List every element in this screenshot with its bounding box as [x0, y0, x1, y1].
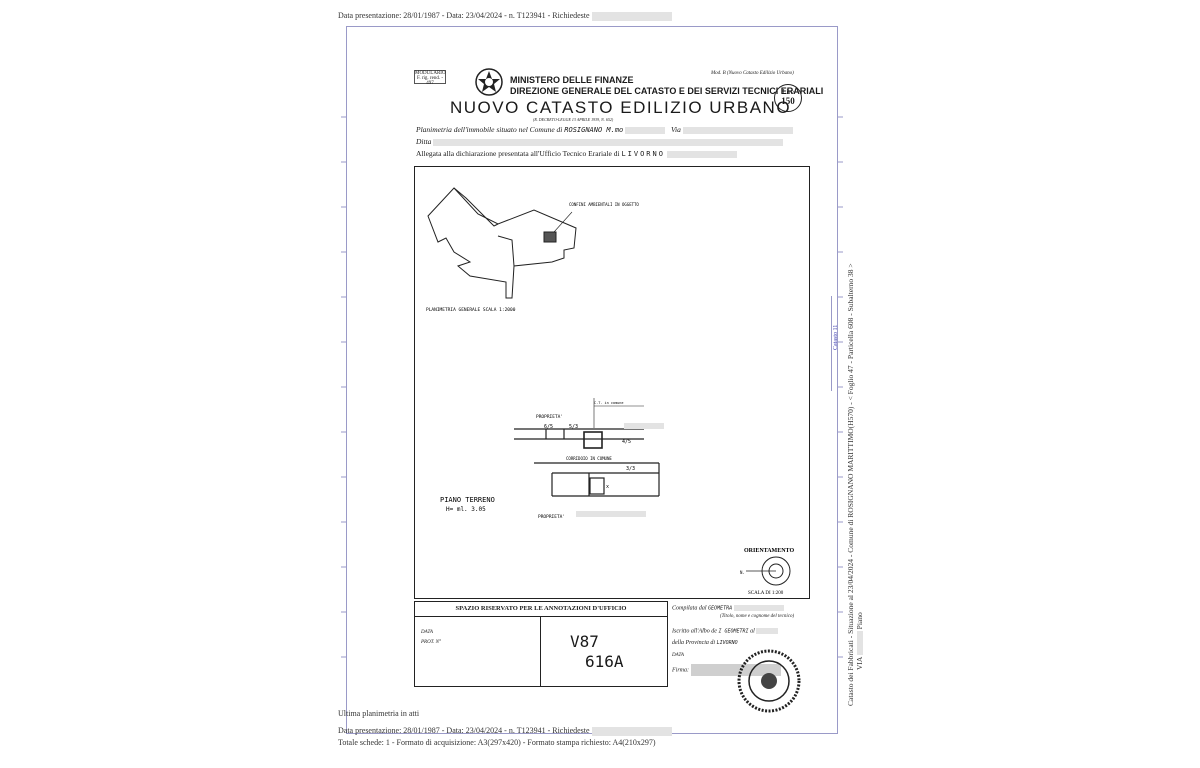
footer-line-1: Data presentazione: 28/01/1987 - Data: 2… [338, 726, 672, 736]
provincia-value: LIVORNO [716, 640, 738, 646]
lire-label: Lire [782, 88, 794, 96]
iscritto-value: I GEOMETRI [718, 628, 749, 635]
box-divider [540, 616, 541, 686]
side-blue-note: Catasto 11 [833, 325, 839, 350]
corte-note: C.T. in comune [594, 401, 624, 405]
general-plan-label: PLANIMETRIA GENERALE SCALA 1:2000 [426, 307, 516, 313]
side-divider [831, 296, 832, 391]
ufficio-value: LIVORNO [621, 150, 665, 158]
side-text-via-label: VIA [855, 657, 864, 670]
scala-label: SCALA DI 1:200 [748, 591, 784, 596]
planimetria-label: Planimetria dell'immobile situato nel Co… [416, 125, 563, 134]
via-label: Via [671, 125, 681, 134]
redacted-field [433, 138, 784, 146]
redacted-field [576, 511, 646, 517]
iscritto-line: Iscritto all'Albo de I GEOMETRI al [672, 628, 779, 635]
frame-ticks [341, 116, 843, 658]
redacted-field [591, 726, 672, 736]
ultima-planimetria: Ultima planimetria in atti [338, 709, 420, 718]
compilata-label: Compilata dal [672, 605, 707, 612]
dimension-c: 4/5 [622, 439, 631, 445]
redacted-field [756, 628, 779, 634]
form-tag-line1: MODULARIO [415, 71, 446, 76]
firma-line: Firma: [672, 664, 781, 676]
allegata-label: Allegata alla dichiarazione presentata a… [416, 149, 620, 158]
side-text-cadastre: Catasto dei Fabbricati - Situazione al 2… [846, 263, 855, 706]
form-tag-line2: F. rig. rend. - 497 [417, 76, 443, 86]
footer-line-1-text: Data presentazione: 28/01/1987 - Data: 2… [338, 726, 590, 735]
compilata-line: Compilata dal GEOMETRA [672, 605, 784, 611]
ditta-line: Ditta [416, 137, 784, 146]
model-label: Mod. B (Nuovo Catasto Edilizio Urbano) [711, 71, 794, 76]
data-label-2: DATA [672, 653, 684, 658]
annotation-box: SPAZIO RISERVATO PER LE ANNOTAZIONI D'UF… [414, 601, 668, 687]
republic-emblem-icon [475, 68, 503, 96]
header-top-line: Data presentazione: 28/01/1987 - Data: 2… [338, 11, 672, 21]
orientamento-label: ORIENTAMENTO [744, 548, 794, 554]
dimension-a: 6/5 [544, 424, 553, 430]
side-blue-text: Catasto 11 [833, 324, 839, 350]
comune-value: ROSIGNANO M.mo [564, 126, 624, 134]
handwritten-v87: V87 [570, 632, 599, 651]
provincia-label: della Provincia di [672, 640, 716, 646]
proprieta-bottom-label: PROPRIETA' [538, 514, 565, 520]
ditta-label: Ditta [416, 137, 432, 146]
form-tag-box: MODULARIO F. rig. rend. - 497 [414, 70, 446, 86]
floor-plan-drawing: CONFINI AMBIENTALI IN OGGETTO PLANIMETRI… [426, 187, 794, 596]
corridoio-label: CORRIDOIO IN COMUNE [566, 456, 612, 461]
mark-x: x [606, 484, 609, 490]
dimension-b: 5/3 [569, 424, 578, 430]
handwritten-616a: 616A [585, 652, 624, 671]
compilata-value: GEOMETRA [708, 605, 733, 612]
redacted-field [682, 126, 793, 134]
main-title: NUOVO CATASTO EDILIZIO URBANO [450, 98, 792, 117]
planimetria-line: Planimetria dell'immobile situato nel Co… [416, 125, 793, 134]
redacted-field [857, 631, 864, 656]
redacted-signature [690, 664, 781, 676]
direction-title: DIREZIONE GENERALE DEL CATASTO E DEI SER… [510, 86, 824, 96]
north-label: N. [740, 570, 745, 575]
side-text-piano-label: Piano [855, 612, 864, 630]
piano-label-1: PIANO TERRENO [440, 496, 495, 504]
lire-stamp: Lire 150 [774, 84, 802, 112]
side-text-1: Catasto dei Fabbricati - Situazione al 2… [846, 263, 855, 706]
drawing-area [414, 166, 810, 599]
firma-label: Firma: [672, 667, 689, 674]
prot-label: PROT. N° [421, 640, 441, 645]
data-label: DATA [421, 630, 433, 635]
iscritto-label: Iscritto all'Albo de [672, 628, 717, 635]
redacted-field [625, 126, 666, 134]
al-label: al [750, 628, 755, 635]
confini-note: CONFINI AMBIENTALI IN OGGETTO [569, 202, 639, 207]
official-stamp-icon [737, 649, 801, 713]
allegata-line: Allegata alla dichiarazione presentata a… [416, 149, 737, 158]
side-text-via: VIA Piano [855, 612, 864, 670]
provincia-line: della Provincia di LIVORNO [672, 640, 738, 646]
dimension-d: 3/3 [626, 466, 635, 472]
header-top-text: Data presentazione: 28/01/1987 - Data: 2… [338, 11, 590, 20]
compilata-note: (Titolo, nome e cognome del tecnico) [720, 614, 795, 619]
ministry-title: MINISTERO DELLE FINANZE [510, 75, 634, 85]
footer-line-2: Totale schede: 1 - Formato di acquisizio… [338, 738, 656, 747]
redacted-field [591, 11, 672, 21]
decree-note: (R. DECRETO-LEGGE 13 APRILE 1939, N. 652… [533, 117, 614, 122]
proprieta-top-label: PROPRIETA' [536, 414, 563, 420]
redacted-field [733, 605, 784, 611]
redacted-field [666, 150, 737, 158]
piano-label-2: H= ml. 3.05 [446, 506, 486, 513]
redacted-field [624, 423, 664, 429]
spazio-label: SPAZIO RISERVATO PER LE ANNOTAZIONI D'UF… [415, 602, 667, 617]
lire-value: 150 [781, 96, 795, 106]
